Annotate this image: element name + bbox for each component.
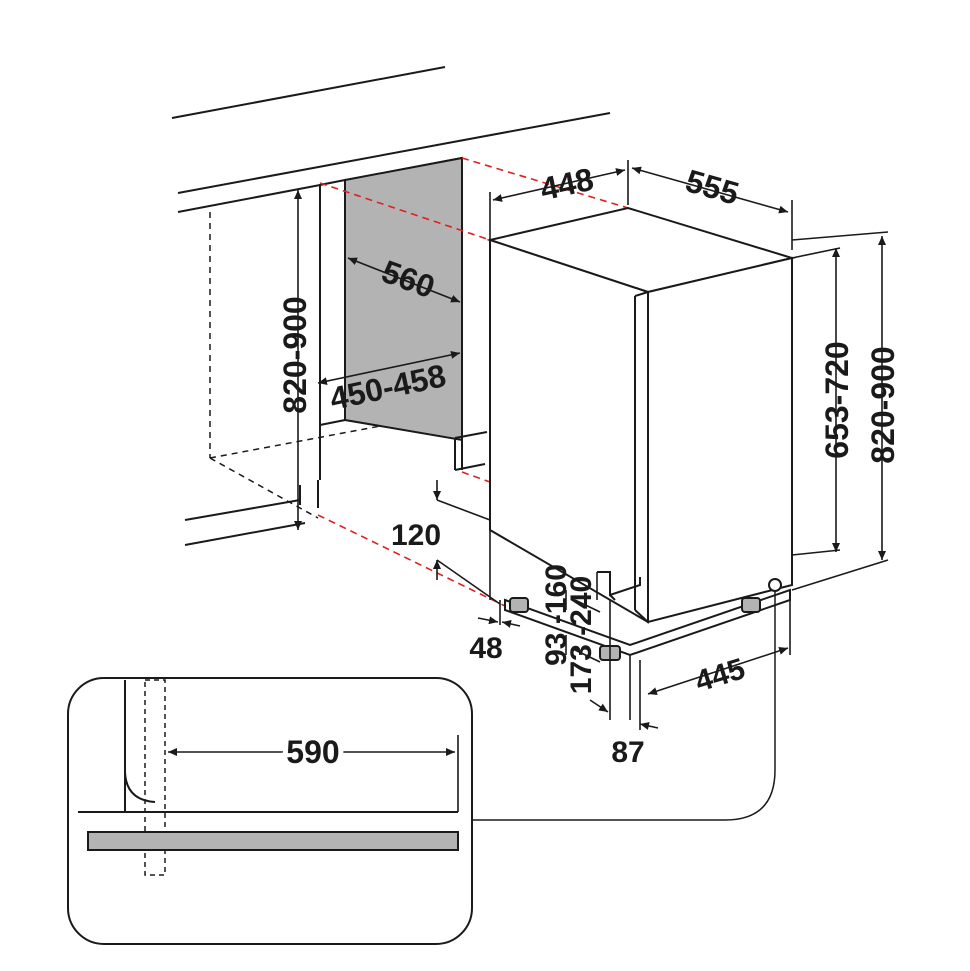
label-120: 120 bbox=[391, 519, 441, 552]
label-87: 87 bbox=[611, 736, 644, 769]
label-448: 448 bbox=[537, 161, 597, 207]
label-820-900-right: 820-900 bbox=[865, 346, 901, 463]
detail-connector bbox=[472, 592, 776, 821]
label-555: 555 bbox=[682, 162, 743, 211]
label-653-720: 653-720 bbox=[819, 341, 855, 458]
label-590: 590 bbox=[286, 734, 339, 770]
label-820-900-left: 820-900 bbox=[277, 296, 313, 413]
detail-view-box bbox=[67, 677, 473, 945]
label-48: 48 bbox=[469, 632, 502, 665]
label-173-240: 173 -240 bbox=[565, 576, 598, 694]
dimension-lines bbox=[294, 160, 889, 730]
label-445: 445 bbox=[691, 652, 749, 698]
niche-side-panel bbox=[299, 156, 488, 508]
label-93-160: 93 -160 bbox=[540, 564, 573, 666]
dishwasher-body bbox=[486, 206, 796, 624]
